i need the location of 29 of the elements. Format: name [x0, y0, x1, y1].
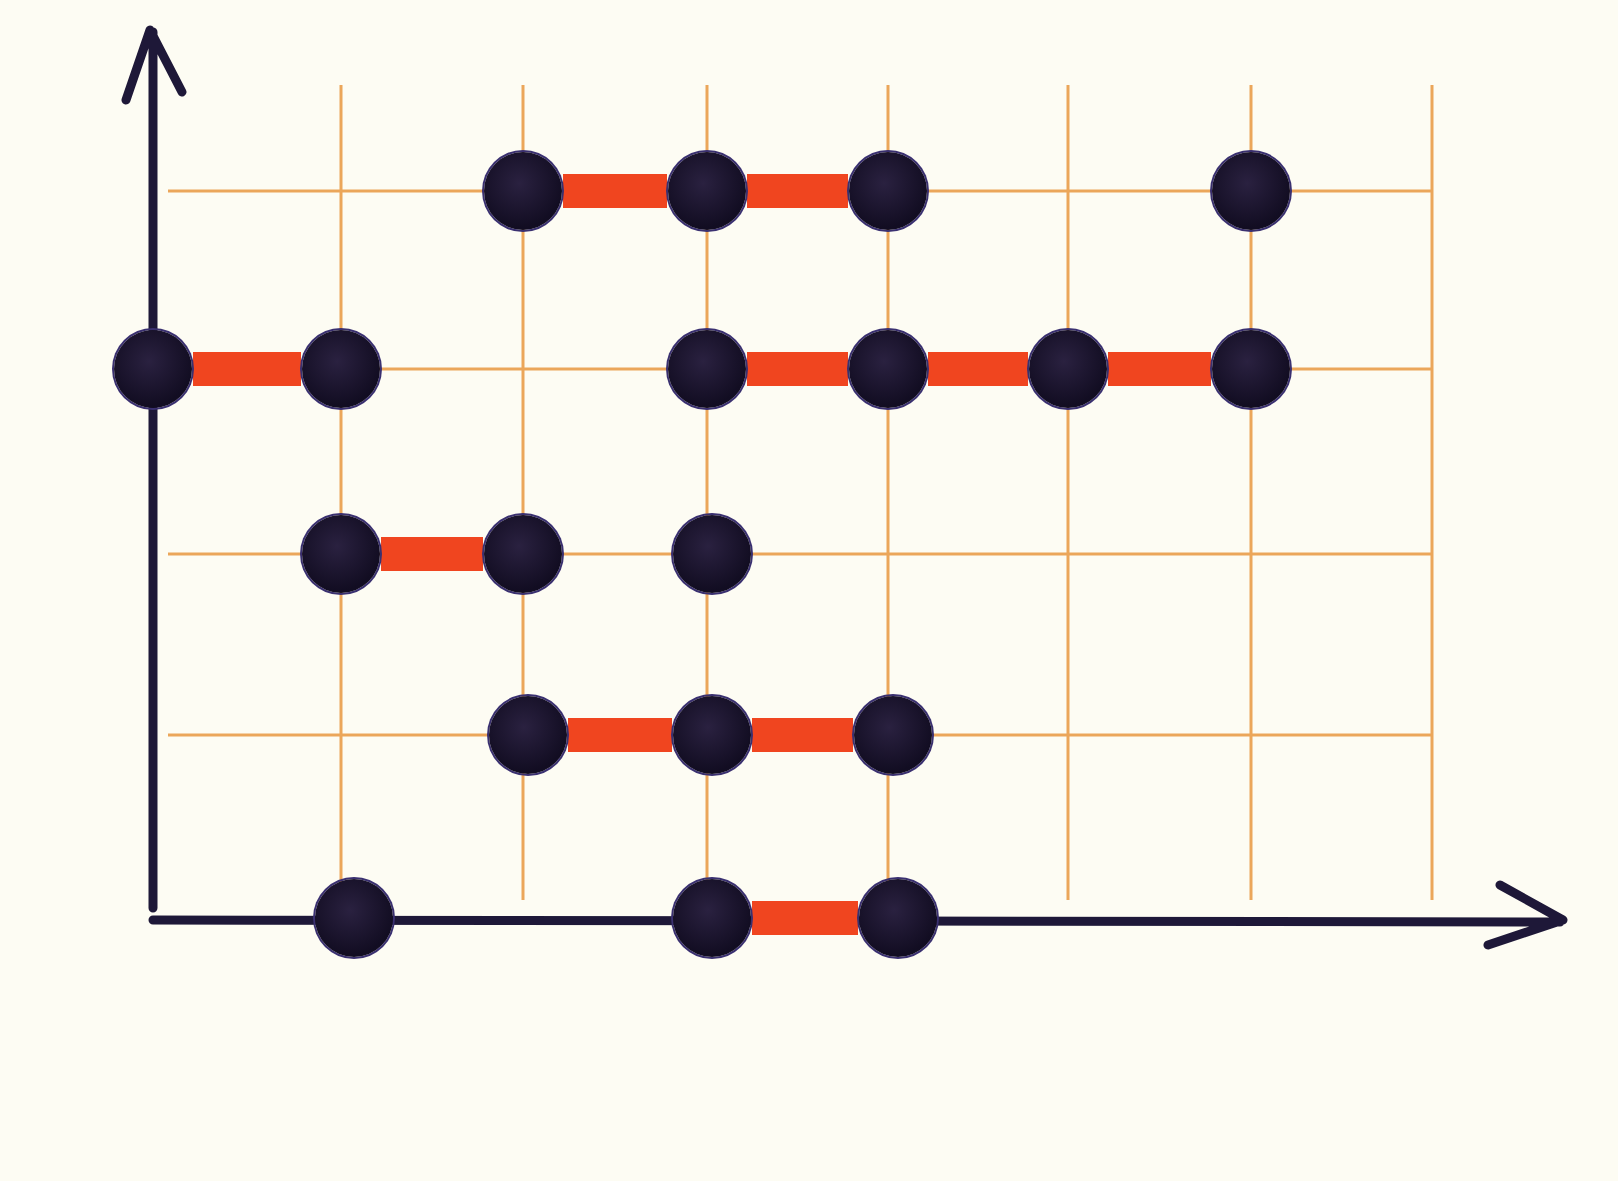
dot: [1029, 330, 1107, 408]
connector-bar: [563, 174, 667, 208]
dot: [315, 879, 393, 957]
connector-bar: [928, 352, 1028, 386]
dot: [489, 696, 567, 774]
dot: [1212, 330, 1290, 408]
dot: [673, 879, 751, 957]
dot: [668, 152, 746, 230]
dot: [114, 330, 192, 408]
dot: [484, 515, 562, 593]
dot: [302, 330, 380, 408]
connector-bar: [568, 718, 672, 752]
connector-bar: [1108, 352, 1211, 386]
connector-bar: [747, 174, 848, 208]
connector-bar: [752, 718, 853, 752]
dot: [854, 696, 932, 774]
dot: [849, 330, 927, 408]
dot: [849, 152, 927, 230]
dot: [673, 696, 751, 774]
connector-bar: [747, 352, 848, 386]
dot: [668, 330, 746, 408]
dot: [1212, 152, 1290, 230]
connector-bar: [381, 537, 483, 571]
dot: [859, 879, 937, 957]
connector-bar: [193, 352, 301, 386]
connector-bar: [752, 901, 858, 935]
dot: [302, 515, 380, 593]
dot: [673, 515, 751, 593]
dot: [484, 152, 562, 230]
